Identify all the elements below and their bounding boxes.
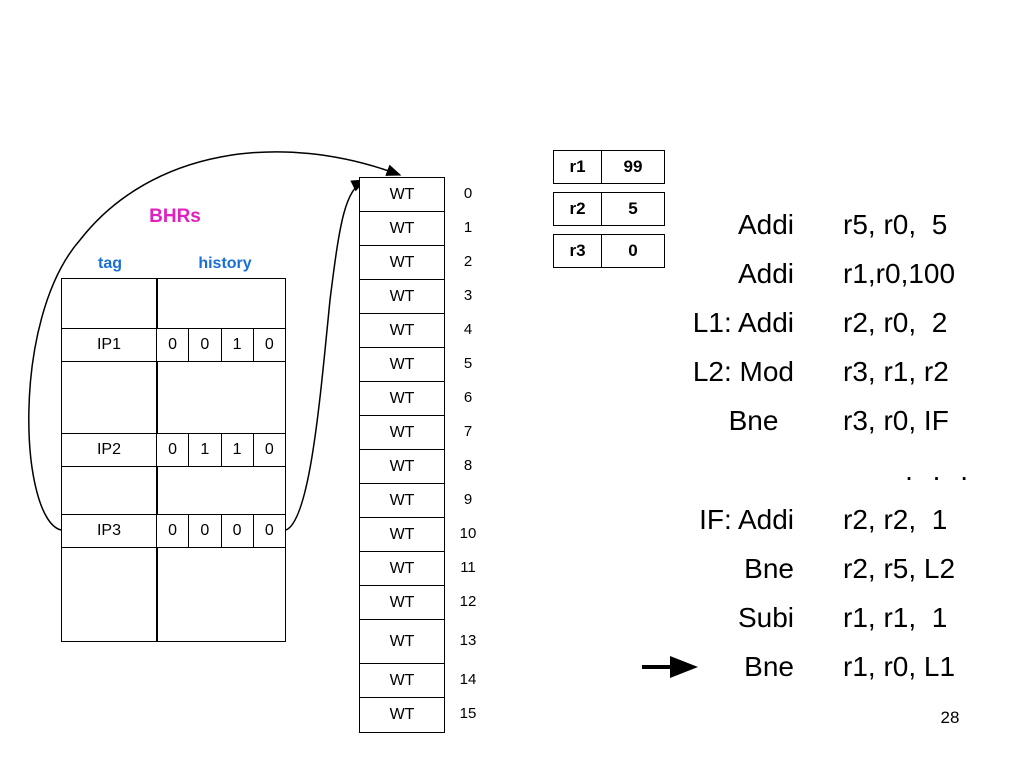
pattern-entry: WT: [359, 585, 445, 621]
ip3-to-pt0-curve: [285, 179, 367, 531]
pattern-index: 3: [463, 287, 473, 304]
pattern-entry: WT: [359, 381, 445, 417]
code-op-current: Bne: [744, 651, 794, 682]
history-bit: 0: [264, 441, 274, 458]
pattern-entry: WT: [359, 483, 445, 519]
pattern-index: 5: [463, 355, 473, 372]
pattern-entry: WT: [359, 449, 445, 485]
code-args: r2, r2, 1: [843, 504, 948, 535]
register-value: 5: [628, 199, 638, 218]
code-args: r1,r0,100: [843, 258, 956, 289]
bhr-tag: IP3: [62, 515, 157, 547]
pattern-index: 10: [459, 525, 477, 542]
pattern-entry: WT: [359, 211, 445, 247]
current-instruction-arrow-head: [670, 656, 698, 678]
bhr-row-ip1: IP1 0 0 1 0: [61, 328, 286, 362]
pattern-index: 9: [463, 491, 473, 508]
code-args: r2, r5, L2: [843, 553, 956, 584]
code-op: Bne: [744, 553, 794, 584]
pattern-entry: WT: [359, 415, 445, 451]
pattern-entry: WT: [359, 245, 445, 281]
history-bit: 0: [189, 329, 222, 361]
pattern-entry: WT: [359, 619, 445, 665]
code-args: r2, r0, 2: [843, 307, 948, 338]
code-op: L2: Mod: [692, 356, 794, 387]
bhr-row-ip3: IP3 0 0 0 0: [61, 514, 286, 548]
register-row: r3 0: [553, 234, 665, 268]
code-op: Addi: [737, 209, 794, 240]
code-ellipsis: . . .: [905, 455, 974, 486]
pattern-index: 11: [460, 559, 476, 576]
bhr-title: BHRs: [149, 206, 201, 227]
pattern-entry: WT: [359, 347, 445, 383]
history-bit: 1: [189, 434, 222, 466]
register-value: 0: [628, 241, 638, 260]
bhr-row-ip2: IP2 0 1 1 0: [61, 433, 286, 467]
code-args: r1, r1, 1: [843, 602, 948, 633]
pattern-index: 2: [463, 253, 473, 270]
history-bit: 0: [157, 434, 190, 466]
history-column-header: history: [198, 255, 252, 272]
code-op: IF: Addi: [699, 504, 794, 535]
register-row: r2 5: [553, 192, 665, 226]
bhr-tag: IP1: [62, 329, 157, 361]
history-bit: 0: [157, 515, 190, 547]
pattern-index: 13: [459, 632, 477, 649]
pattern-entry: WT: [359, 663, 445, 699]
page-number: 28: [940, 708, 960, 727]
history-bit: 1: [222, 434, 254, 466]
bhr-tag: IP2: [62, 434, 157, 466]
history-bit: 0: [189, 515, 222, 547]
pattern-entry: WT: [359, 279, 445, 315]
code-args: r3, r1, r2: [843, 356, 949, 387]
register-value: 99: [623, 157, 643, 176]
code-op: Addi: [737, 258, 794, 289]
code-op: Subi: [737, 602, 794, 633]
pattern-index: 6: [463, 389, 473, 406]
register-row: r1 99: [553, 150, 665, 184]
history-bit: 0: [222, 515, 254, 547]
register-name: r3: [554, 235, 602, 267]
register-name: r2: [554, 193, 602, 225]
pattern-index: 4: [463, 321, 473, 338]
ip1-to-pt0-curve: [28, 151, 402, 531]
code-args-current: r1, r0, L1: [843, 651, 956, 682]
pattern-entry: WT: [359, 313, 445, 349]
code-args: r3, r0, IF: [843, 405, 949, 436]
pattern-entry: WT: [359, 697, 445, 733]
register-name: r1: [554, 151, 602, 183]
history-bit: 0: [264, 522, 274, 539]
pattern-index: 1: [463, 219, 473, 236]
history-bit: 1: [222, 329, 254, 361]
pattern-entry: WT: [359, 517, 445, 553]
pattern-index: 14: [459, 671, 477, 688]
pattern-entry: WT: [359, 177, 445, 213]
tag-column-header: tag: [98, 255, 122, 272]
pattern-index: 12: [459, 593, 477, 610]
pattern-index: 7: [463, 423, 473, 440]
code-args: r5, r0, 5: [843, 209, 948, 240]
history-bit: 0: [264, 336, 274, 353]
code-op: L1: Addi: [692, 307, 794, 338]
history-bit: 0: [157, 329, 190, 361]
pattern-entry: WT: [359, 551, 445, 587]
pattern-index: 0: [463, 185, 473, 202]
pattern-index: 15: [459, 705, 477, 722]
pattern-index: 8: [463, 457, 473, 474]
code-op: Bne: [728, 405, 794, 436]
